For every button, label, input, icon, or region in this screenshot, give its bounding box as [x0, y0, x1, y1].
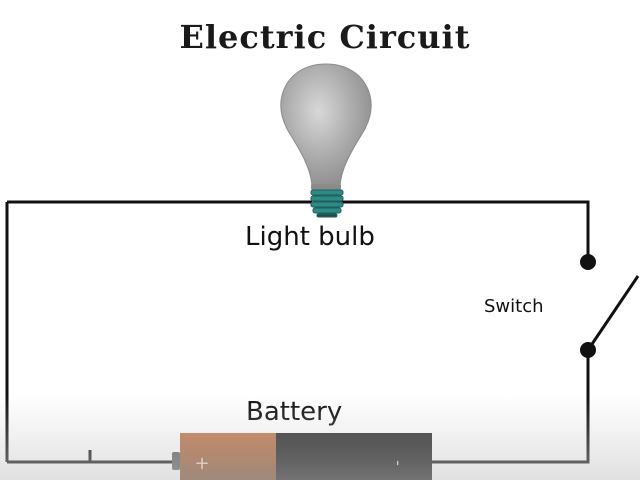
battery: + - — [172, 433, 432, 480]
battery-negative-sign: - — [389, 460, 408, 466]
light-bulb-label: Light bulb — [245, 222, 375, 252]
battery-positive-nub — [172, 452, 180, 470]
battery-positive-sign: + — [194, 453, 209, 474]
switch-top-terminal — [580, 254, 596, 270]
wire-top-right — [340, 200, 590, 262]
switch — [580, 254, 640, 358]
bulb-base — [310, 189, 344, 218]
diagram-title: Electric Circuit — [179, 18, 471, 56]
battery-label: Battery — [246, 397, 343, 427]
bulb-glass — [280, 63, 372, 189]
battery-black-body — [276, 433, 432, 480]
wire-right-lower — [432, 350, 590, 464]
switch-lever — [586, 275, 640, 351]
light-bulb — [280, 63, 372, 218]
switch-label: Switch — [484, 296, 544, 317]
bulb-neck — [311, 184, 341, 190]
